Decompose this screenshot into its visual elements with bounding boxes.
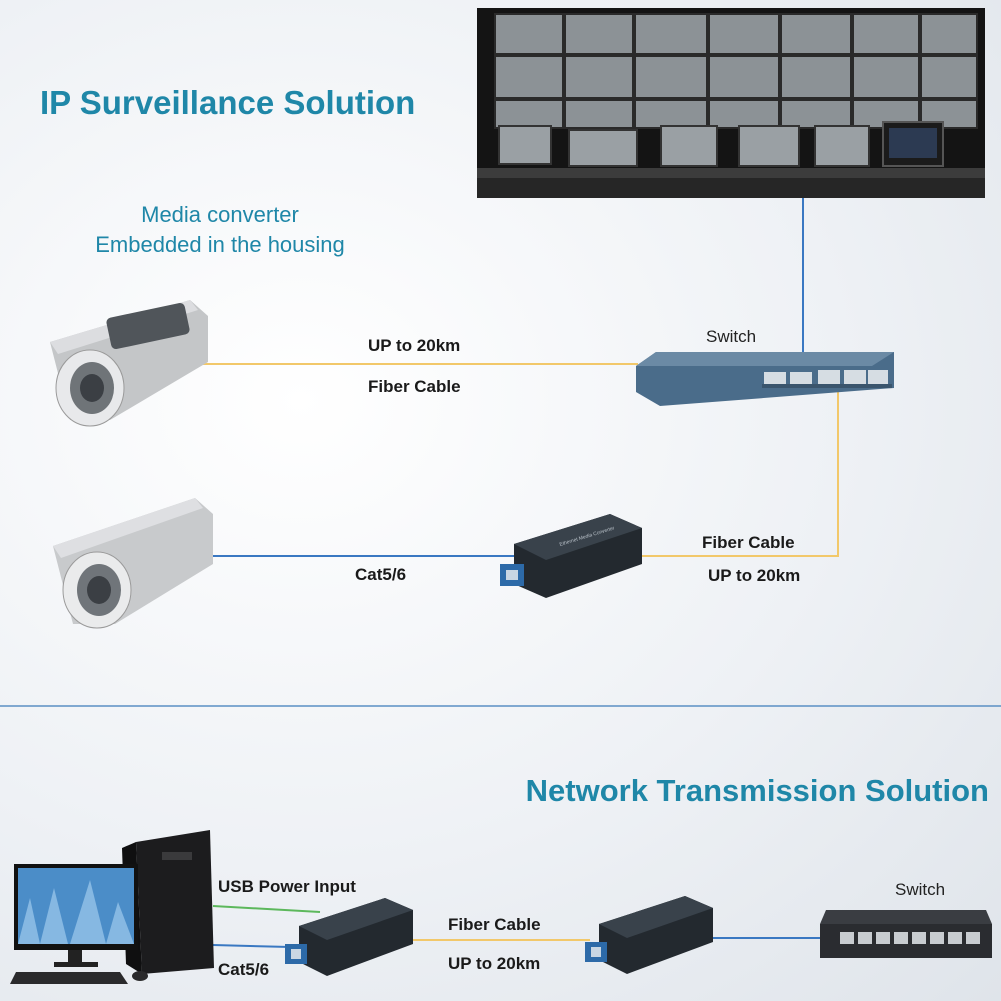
copper-label: Cat5/6 (218, 960, 270, 979)
converter-note: Media converter Embedded in the housing (30, 200, 410, 260)
link1-distance: UP to 20km (368, 336, 461, 355)
surveillance-title: IP Surveillance Solution (40, 84, 416, 121)
link-switch-converter (640, 392, 839, 557)
link-pc-converter (212, 944, 291, 948)
link1-cable: Fiber Cable (368, 377, 461, 396)
video-wall-icon (477, 8, 985, 198)
link-usb-power (212, 905, 321, 913)
network-switch-icon (636, 352, 896, 406)
distance-label: UP to 20km (448, 954, 541, 973)
converter-note-line2: Embedded in the housing (95, 232, 345, 257)
fiber-label: Fiber Cable (448, 915, 541, 934)
converter-note-line1: Media converter (141, 202, 299, 227)
desktop-switch-icon (820, 910, 992, 960)
media-converter-icon: Ethernet Media Converter (500, 514, 645, 604)
switch-label: Switch (706, 327, 757, 346)
network-title: Network Transmission Solution (525, 773, 989, 808)
media-converter-icon (585, 894, 715, 980)
usb-power-label: USB Power Input (218, 877, 356, 896)
link2-fiber: Fiber Cable (702, 533, 795, 552)
desktop-computer-icon (10, 828, 218, 998)
camera-icon (45, 492, 215, 632)
link2-copper: Cat5/6 (355, 565, 407, 584)
media-converter-icon (285, 896, 415, 982)
link2-distance: UP to 20km (708, 566, 801, 585)
camera-icon (40, 292, 210, 432)
switch-label-bottom: Switch (895, 880, 946, 899)
